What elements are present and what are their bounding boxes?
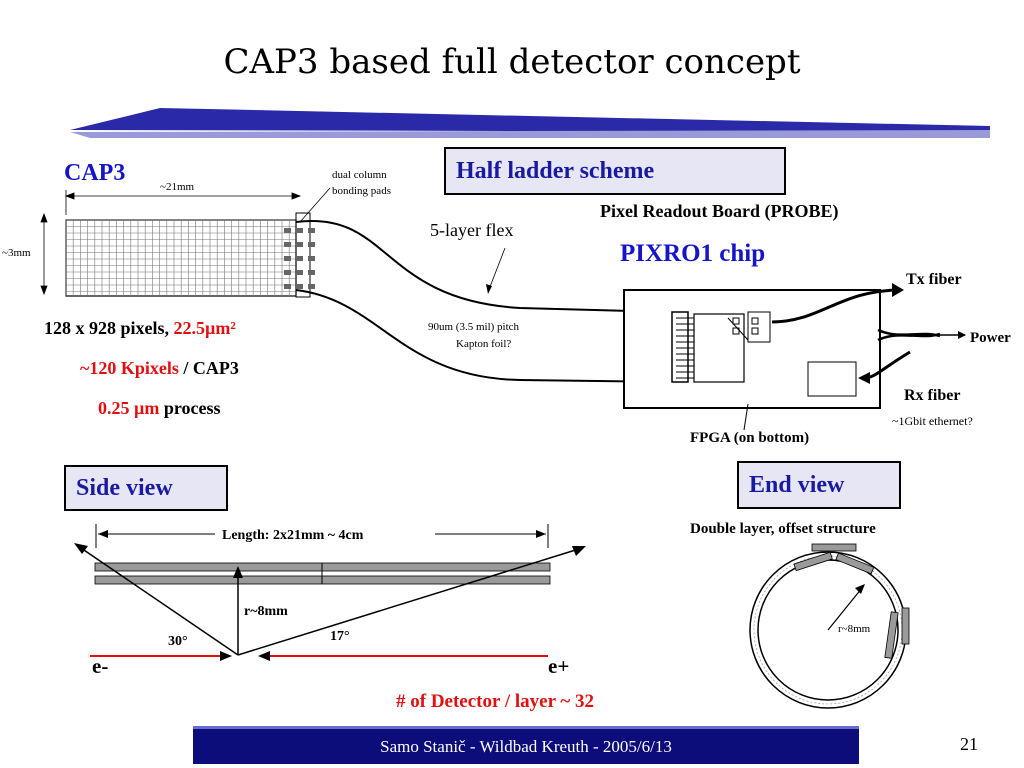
slide-title: CAP3 based full detector concept bbox=[223, 42, 801, 82]
header-swoosh bbox=[70, 108, 990, 138]
height-dim-label: ~3mm bbox=[2, 247, 31, 259]
width-dimension bbox=[64, 190, 302, 215]
pad-pointer bbox=[299, 187, 331, 223]
side-view-diagram bbox=[74, 524, 586, 661]
tx-label: Tx fiber bbox=[906, 271, 962, 288]
fpga-label: FPGA (on bottom) bbox=[690, 430, 809, 446]
foil-line2: Kapton foil? bbox=[456, 338, 511, 350]
end-radius-label: r~8mm bbox=[838, 623, 871, 635]
ethernet-label: ~1Gbit ethernet? bbox=[892, 414, 973, 428]
length-label: Length: 2x21mm ~ 4cm bbox=[222, 528, 364, 543]
spec-pixels-size: 22.5µm² bbox=[173, 318, 236, 338]
spec-pixels: 128 x 928 pixels, 22.5µm² bbox=[44, 318, 236, 339]
page-number: 21 bbox=[960, 734, 978, 754]
angle-left-label: 30° bbox=[168, 634, 188, 649]
cap3-label: CAP3 bbox=[64, 160, 126, 186]
spec-kpixels-rest: / CAP3 bbox=[178, 358, 239, 378]
end-view-label-box: End view bbox=[737, 461, 901, 509]
height-dimension bbox=[40, 212, 48, 296]
power-cable bbox=[877, 328, 941, 342]
width-dim-label: ~21mm bbox=[160, 181, 195, 193]
spec-process: 0.25 µm process bbox=[98, 398, 221, 419]
end-view-diagram bbox=[749, 543, 910, 709]
cap3-sensor bbox=[65, 212, 315, 298]
footer-text: Samo Stanič - Wildbad Kreuth - 2005/6/13 bbox=[380, 736, 672, 756]
spec-kpixels-red: ~120 Kpixels bbox=[80, 358, 179, 378]
flex-cable bbox=[295, 219, 671, 383]
positron-label: e+ bbox=[548, 654, 569, 678]
chip-label: PIXRO1 chip bbox=[620, 240, 765, 267]
pad-label-line1: dual column bbox=[332, 169, 387, 181]
end-view-caption: Double layer, offset structure bbox=[690, 521, 876, 537]
foil-line1: 90um (3.5 mil) pitch bbox=[428, 321, 520, 333]
spec-process-rest: process bbox=[159, 398, 221, 418]
detector-count: # of Detector / layer ~ 32 bbox=[396, 691, 594, 712]
pad-label-line2: bonding pads bbox=[332, 185, 391, 197]
flex-label: 5-layer flex bbox=[430, 220, 513, 240]
spec-pixels-prefix: 128 x 928 pixels, bbox=[44, 318, 174, 338]
spec-process-red: 0.25 µm bbox=[98, 398, 160, 418]
angle-right-label: 17° bbox=[330, 629, 350, 644]
probe-board bbox=[623, 289, 881, 409]
electron-label: e- bbox=[92, 654, 108, 678]
spec-kpixels: ~120 Kpixels / CAP3 bbox=[80, 358, 239, 379]
tx-fiber bbox=[771, 288, 901, 324]
half-ladder-label-box: Half ladder scheme bbox=[444, 147, 786, 195]
side-view-label-box: Side view bbox=[64, 465, 228, 511]
power-label: Power bbox=[970, 330, 1011, 346]
rx-label: Rx fiber bbox=[904, 387, 960, 404]
side-radius-label: r~8mm bbox=[244, 604, 288, 619]
probe-label: Pixel Readout Board (PROBE) bbox=[600, 201, 839, 222]
footer-band: Samo Stanič - Wildbad Kreuth - 2005/6/13 bbox=[193, 726, 859, 764]
